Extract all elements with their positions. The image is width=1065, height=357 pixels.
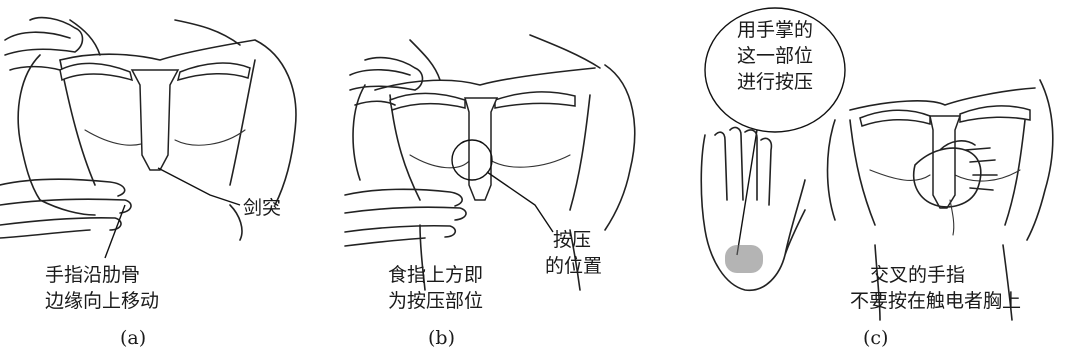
right-clavicle [495, 92, 575, 108]
torso-outline [353, 65, 635, 230]
callout-pointer [737, 130, 757, 255]
figure-panel-a: 剑突 手指沿肋骨 边缘向上移动 (a) [0, 0, 330, 357]
xiphoid-label: 剑突 [243, 196, 281, 221]
palm-heel-shading [725, 245, 763, 273]
bottom-hand [0, 179, 131, 238]
top-hand [5, 18, 83, 70]
instruction-line-2: 为按压部位 [388, 289, 483, 314]
sternum [930, 116, 960, 208]
instruction-line-2: 不要按在触电者胸上 [850, 289, 1021, 314]
figure-panel-b: 按压 的位置 食指上方即 为按压部位 (b) [335, 0, 675, 357]
callout-line-2: 这一部位 [737, 44, 813, 69]
right-clavicle [960, 106, 1030, 122]
instruction-leader-line [105, 205, 125, 258]
caption-c: (c) [863, 327, 888, 349]
callout-line-1: 用手掌的 [737, 18, 813, 43]
xiphoid-leader-line [158, 168, 240, 205]
instruction-line-1: 手指沿肋骨 [45, 263, 140, 288]
bottom-hand [345, 189, 466, 246]
figure-panel-c: 用手掌的 这一部位 进行按压 交叉的手指 不要按在触电者胸上 (c) [685, 0, 1065, 357]
left-clavicle [860, 110, 930, 126]
sternum [465, 98, 497, 200]
instruction-line-2: 边缘向上移动 [45, 289, 159, 314]
torso-illustration-b [335, 0, 675, 357]
left-clavicle [390, 93, 465, 110]
caption-a: (a) [120, 327, 146, 349]
sternum [132, 70, 178, 170]
right-clavicle [178, 63, 250, 80]
callout-line-3: 进行按压 [737, 70, 813, 95]
instruction-line-1: 食指上方即 [388, 263, 483, 288]
left-clavicle [60, 63, 132, 80]
press-leader-line [487, 172, 553, 232]
press-position-label-line-2: 的位置 [545, 254, 602, 279]
caption-b: (b) [428, 327, 455, 349]
instruction-line-1: 交叉的手指 [870, 263, 965, 288]
press-position-label-line-1: 按压 [553, 228, 591, 253]
